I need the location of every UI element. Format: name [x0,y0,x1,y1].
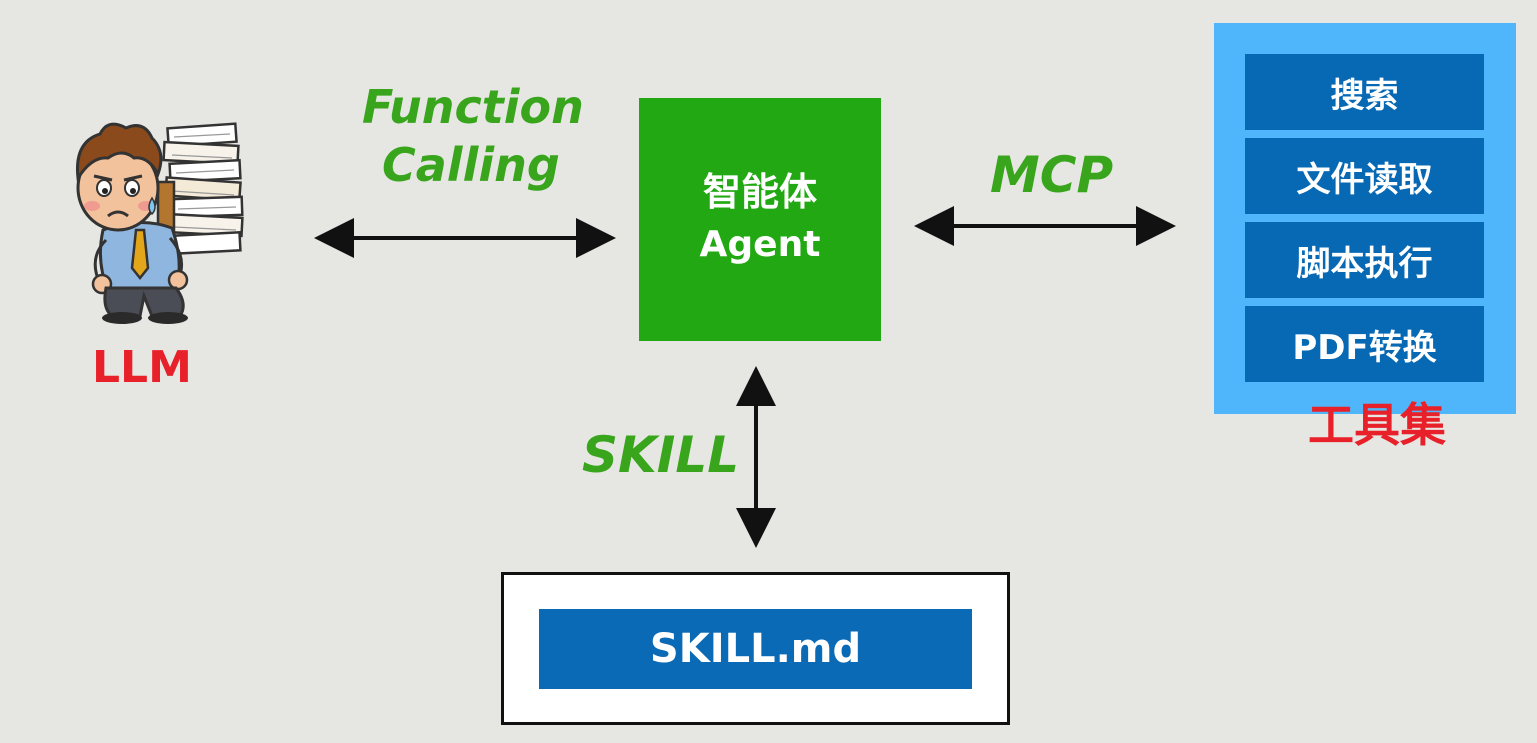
tool-item-search: 搜索 [1245,54,1484,130]
llm-label: LLM [92,342,192,393]
tool-item-script-exec: 脚本执行 [1245,222,1484,298]
toolset-panel: 搜索 文件读取 脚本执行 PDF转换 [1214,23,1516,414]
tool-item-pdf-convert: PDF转换 [1245,306,1484,382]
agent-title-zh: 智能体 [702,170,817,215]
tool-item-file-read: 文件读取 [1245,138,1484,214]
mcp-label: MCP [990,146,1114,204]
function-calling-label: Function Calling [362,84,584,188]
function-calling-line2: Calling [382,138,560,192]
llm-illustration-icon [75,122,244,324]
function-calling-line1: Function [362,80,584,134]
agent-title-en: Agent [699,223,821,265]
agent-box: 智能体 Agent [639,98,881,341]
skill-file-name: SKILL.md [539,609,972,689]
toolset-label: 工具集 [1308,398,1446,452]
skill-label: SKILL [582,426,740,484]
